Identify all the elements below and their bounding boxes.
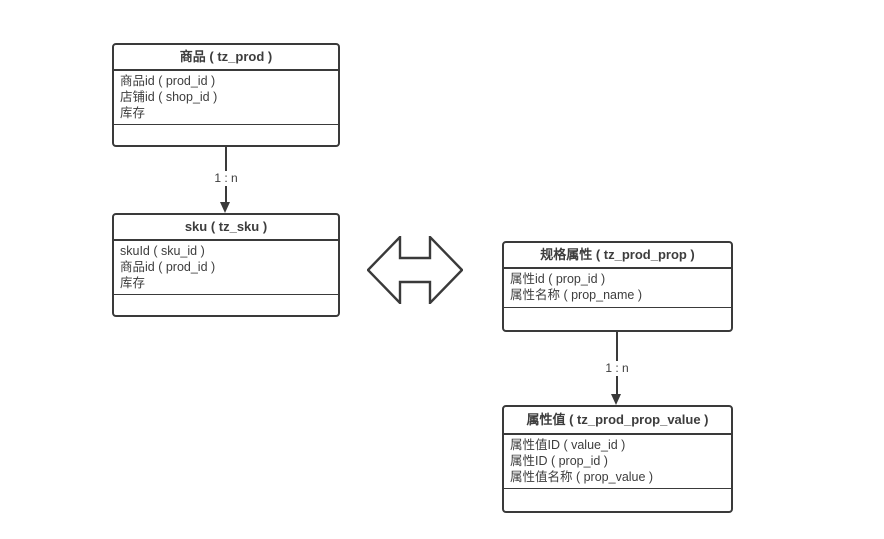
entity-field: 库存 bbox=[120, 275, 146, 290]
entity-field: skuId ( sku_id ) bbox=[120, 244, 205, 258]
entity-title: 商品 ( tz_prod ) bbox=[114, 45, 338, 71]
entity-title: sku ( tz_sku ) bbox=[114, 215, 338, 241]
entity-fields: 属性id ( prop_id ) 属性名称 ( prop_name ) bbox=[504, 269, 731, 308]
entity-fields: skuId ( sku_id ) 商品id ( prod_id ) 库存 bbox=[114, 241, 338, 296]
entity-empty-section bbox=[114, 125, 338, 145]
entity-field: 属性id ( prop_id ) bbox=[510, 272, 606, 286]
entity-box-sku: sku ( tz_sku ) skuId ( sku_id ) 商品id ( p… bbox=[112, 213, 340, 317]
arrowhead-down-icon bbox=[220, 202, 230, 213]
entity-box-prod-prop-value: 属性值 ( tz_prod_prop_value ) 属性值ID ( value… bbox=[502, 405, 733, 513]
entity-field: 库存 bbox=[120, 105, 146, 120]
entity-box-prod-prop: 规格属性 ( tz_prod_prop ) 属性id ( prop_id ) 属… bbox=[502, 241, 733, 332]
entity-field: 属性值名称 ( prop_value ) bbox=[510, 469, 654, 484]
entity-field: 店铺id ( shop_id ) bbox=[120, 89, 218, 104]
cardinality-label: 1 : n bbox=[210, 171, 242, 186]
entity-field: 商品id ( prod_id ) bbox=[120, 259, 216, 274]
entity-field: 商品id ( prod_id ) bbox=[120, 74, 216, 88]
entity-title: 规格属性 ( tz_prod_prop ) bbox=[504, 243, 731, 269]
entity-title: 属性值 ( tz_prod_prop_value ) bbox=[504, 407, 731, 435]
double-headed-arrow-icon bbox=[367, 236, 463, 304]
entity-field: 属性名称 ( prop_name ) bbox=[510, 287, 642, 302]
entity-empty-section bbox=[114, 295, 338, 315]
entity-empty-section bbox=[504, 308, 731, 330]
cardinality-label: 1 : n bbox=[601, 361, 633, 376]
entity-fields: 属性值ID ( value_id ) 属性ID ( prop_id ) 属性值名… bbox=[504, 435, 731, 490]
entity-box-prod: 商品 ( tz_prod ) 商品id ( prod_id ) 店铺id ( s… bbox=[112, 43, 340, 147]
arrowhead-down-icon bbox=[611, 394, 621, 405]
entity-field: 属性ID ( prop_id ) bbox=[510, 453, 608, 468]
entity-fields: 商品id ( prod_id ) 店铺id ( shop_id ) 库存 bbox=[114, 71, 338, 126]
entity-field: 属性值ID ( value_id ) bbox=[510, 438, 626, 452]
entity-empty-section bbox=[504, 489, 731, 511]
